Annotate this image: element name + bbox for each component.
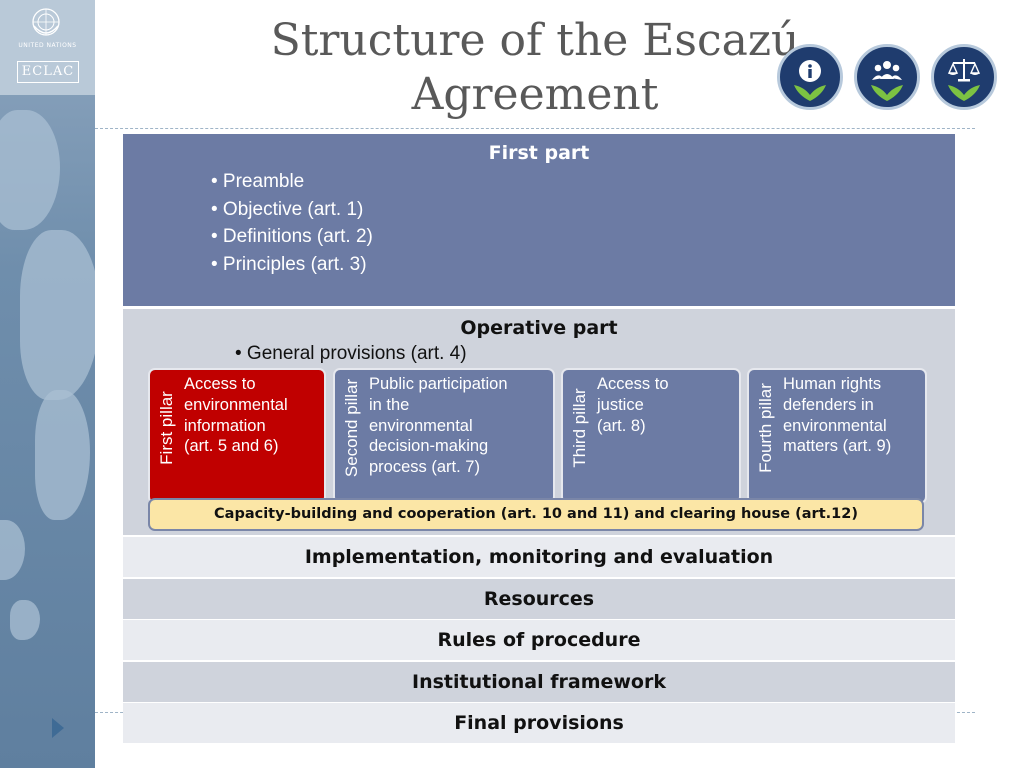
list-item: • Objective (art. 1): [211, 198, 364, 220]
fourth-pillar-box: Fourth pillar Human rights defenders in …: [747, 368, 927, 504]
institutional-framework-row: Institutional framework: [123, 662, 955, 702]
capacity-building-bar: Capacity-building and cooperation (art. …: [148, 498, 924, 531]
pillar-label: Fourth pillar: [756, 383, 775, 473]
logo-box: UNITED NATIONS ECLAC: [0, 0, 95, 95]
list-item: • Principles (art. 3): [211, 253, 367, 275]
page-title: Structure of the Escazú Agreement: [270, 15, 800, 120]
next-arrow-icon[interactable]: [52, 718, 64, 738]
list-item: • Definitions (art. 2): [211, 226, 373, 247]
final-provisions-row: Final provisions: [123, 703, 955, 743]
general-provisions-item: • General provisions (art. 4): [235, 343, 467, 364]
operative-part-heading: Operative part: [460, 317, 618, 339]
first-part-list: • Preamble • Objective (art. 1) • Defini…: [211, 168, 373, 278]
implementation-row: Implementation, monitoring and evaluatio…: [123, 537, 955, 577]
pillar-label: First pillar: [157, 391, 176, 465]
justice-scales-icon: [931, 44, 997, 110]
list-item: • Preamble: [211, 171, 305, 192]
pillar-text: Access to environmental information (art…: [184, 375, 288, 456]
third-pillar-box: Third pillar Access to justice (art. 8): [561, 368, 741, 504]
un-text: UNITED NATIONS: [18, 42, 77, 49]
first-pillar-box: First pillar Access to environmental inf…: [148, 368, 326, 504]
un-emblem-icon: [32, 8, 60, 36]
people-icon: [854, 44, 920, 110]
pillar-label: Third pillar: [570, 388, 589, 468]
side-strip: UNITED NATIONS ECLAC: [0, 0, 95, 768]
second-pillar-box: Second pillar Public participation in th…: [333, 368, 555, 504]
first-part-heading: First part: [488, 142, 590, 164]
info-icon: [777, 44, 843, 110]
eclac-logo-text: ECLAC: [17, 61, 79, 83]
pillar-text: Human rights defenders in environmental …: [783, 375, 892, 456]
resources-row: Resources: [123, 579, 955, 619]
rules-of-procedure-row: Rules of procedure: [123, 620, 955, 660]
pillar-label: Second pillar: [342, 378, 361, 478]
first-part-section: First part • Preamble • Objective (art. …: [123, 134, 955, 306]
pillar-text: Access to justice (art. 8): [597, 375, 669, 435]
pillar-text: Public participation in the environmenta…: [369, 375, 508, 477]
top-guide-line: [95, 128, 975, 129]
